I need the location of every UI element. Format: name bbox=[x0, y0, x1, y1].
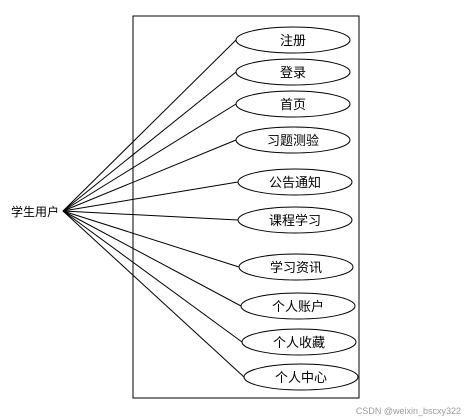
association-line bbox=[62, 210, 243, 343]
use-case-ellipse bbox=[238, 253, 354, 281]
association-lines bbox=[62, 39, 245, 378]
use-case-label: 课程学习 bbox=[269, 213, 321, 229]
association-line bbox=[62, 210, 245, 378]
use-case-ellipse bbox=[235, 58, 351, 86]
use-case-label: 公告通知 bbox=[269, 175, 321, 191]
use-case-ellipse bbox=[241, 328, 357, 356]
use-case-label: 习题测验 bbox=[267, 133, 319, 149]
association-line bbox=[62, 181, 239, 212]
watermark: CSDN @weixin_bscxy322 bbox=[355, 406, 461, 416]
association-line bbox=[62, 210, 240, 268]
association-line bbox=[62, 210, 242, 307]
use-case-label: 注册 bbox=[280, 34, 306, 49]
use-case-ellipse bbox=[243, 363, 359, 391]
use-case-label: 学习资讯 bbox=[270, 260, 322, 276]
use-case-label: 登录 bbox=[280, 66, 306, 81]
use-case-ellipse bbox=[235, 126, 351, 154]
association-line bbox=[62, 210, 239, 221]
use-case-ellipse bbox=[235, 90, 351, 118]
association-line bbox=[62, 39, 237, 212]
use-case-ellipse bbox=[237, 206, 353, 234]
use-case-label: 个人中心 bbox=[275, 371, 327, 386]
actor-label: 学生用户 bbox=[11, 204, 59, 219]
association-line bbox=[62, 139, 237, 212]
use-case-ellipse bbox=[237, 168, 353, 196]
use-case-label: 首页 bbox=[280, 98, 306, 113]
association-line bbox=[62, 103, 237, 212]
use-case-ellipse bbox=[235, 26, 351, 54]
system-boundary bbox=[132, 15, 360, 399]
use-case-ellipse bbox=[240, 292, 356, 320]
use-case-label: 个人收藏 bbox=[273, 336, 325, 351]
association-line bbox=[62, 71, 237, 212]
use-case-label: 个人账户 bbox=[272, 299, 324, 315]
